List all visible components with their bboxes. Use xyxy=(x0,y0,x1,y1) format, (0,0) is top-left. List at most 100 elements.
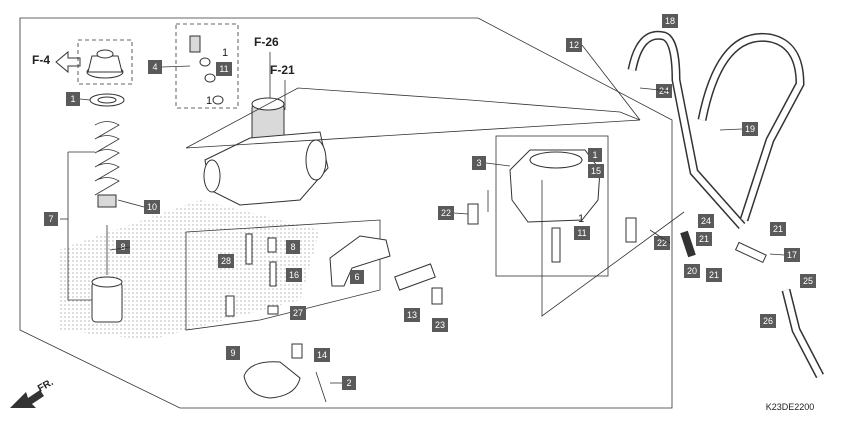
svg-text:19: 19 xyxy=(745,124,755,134)
svg-text:13: 13 xyxy=(407,310,417,320)
part-float-chamber xyxy=(509,149,601,223)
svg-text:11: 11 xyxy=(577,228,586,238)
svg-text:8: 8 xyxy=(120,242,125,252)
callout-20[interactable]: 20 xyxy=(684,264,700,278)
part-bracket xyxy=(329,235,391,287)
callout-24b[interactable]: 24 xyxy=(698,214,714,228)
reference-f4[interactable]: F-4 xyxy=(32,50,81,74)
part-retainer xyxy=(97,194,117,208)
callout-21b[interactable]: 21 xyxy=(706,268,722,282)
svg-text:20: 20 xyxy=(687,266,697,276)
svg-text:15: 15 xyxy=(591,166,601,176)
group-box-3 xyxy=(495,135,609,277)
svg-text:7: 7 xyxy=(48,214,53,224)
svg-text:26: 26 xyxy=(763,316,773,326)
callout-11b[interactable]: 11 xyxy=(574,226,590,240)
callout-27[interactable]: 27 xyxy=(290,306,306,320)
part-cap xyxy=(86,49,124,79)
svg-text:9: 9 xyxy=(230,348,235,358)
svg-text:F-26: F-26 xyxy=(254,35,279,49)
part-spring xyxy=(94,121,120,196)
qty-note: 1 xyxy=(578,213,584,225)
qty-note: 1 xyxy=(222,47,228,59)
svg-text:21: 21 xyxy=(699,234,709,244)
callout-7[interactable]: 7 xyxy=(44,212,58,226)
svg-text:12: 12 xyxy=(569,40,579,50)
svg-text:22: 22 xyxy=(441,208,451,218)
callout-18[interactable]: 18 xyxy=(662,14,678,28)
part-carburetor-body xyxy=(203,97,329,206)
callout-4[interactable]: 4 xyxy=(148,60,162,74)
callout-22b[interactable]: 22 xyxy=(654,236,670,250)
callout-13[interactable]: 13 xyxy=(404,308,420,322)
callout-6[interactable]: 6 xyxy=(350,270,364,284)
svg-text:27: 27 xyxy=(293,308,303,318)
svg-text:21: 21 xyxy=(709,270,719,280)
callout-8[interactable]: 8 xyxy=(116,240,130,254)
svg-text:2: 2 xyxy=(346,378,351,388)
callout-12[interactable]: 12 xyxy=(566,38,582,52)
callout-23[interactable]: 23 xyxy=(432,318,448,332)
part-hose-20 xyxy=(680,230,696,258)
svg-text:11: 11 xyxy=(219,64,228,74)
svg-text:18: 18 xyxy=(665,16,675,26)
svg-text:4: 4 xyxy=(152,62,157,72)
callout-26[interactable]: 26 xyxy=(760,314,776,328)
part-float xyxy=(243,361,301,399)
part-throttle-valve xyxy=(91,281,123,323)
callout-15[interactable]: 15 xyxy=(588,164,604,178)
part-arm xyxy=(394,263,436,291)
callout-1[interactable]: 1 xyxy=(66,92,80,106)
svg-text:10: 10 xyxy=(147,202,157,212)
callout-10[interactable]: 10 xyxy=(144,200,160,214)
svg-text:24: 24 xyxy=(659,86,669,96)
group-box-4 xyxy=(175,23,239,109)
svg-text:22: 22 xyxy=(657,238,667,248)
callout-1b[interactable]: 1 xyxy=(588,148,602,162)
callout-9[interactable]: 9 xyxy=(226,346,240,360)
diagram-code: K23DE2200 xyxy=(766,402,815,412)
callout-3[interactable]: 3 xyxy=(472,156,486,170)
group-box-9 xyxy=(185,219,381,331)
svg-text:FR.: FR. xyxy=(36,377,56,395)
callout-11[interactable]: 11 xyxy=(216,62,232,76)
reference-f26[interactable]: F-26 xyxy=(254,35,279,100)
svg-text:17: 17 xyxy=(787,250,797,260)
svg-text:8: 8 xyxy=(290,242,295,252)
callout-22[interactable]: 22 xyxy=(438,206,454,220)
callout-25[interactable]: 25 xyxy=(800,274,816,288)
callout-21c[interactable]: 21 xyxy=(770,222,786,236)
svg-text:21: 21 xyxy=(773,224,783,234)
callout-17[interactable]: 17 xyxy=(784,248,800,262)
svg-text:24: 24 xyxy=(701,216,711,226)
callout-24[interactable]: 24 xyxy=(656,84,672,98)
svg-text:28: 28 xyxy=(221,256,231,266)
svg-text:25: 25 xyxy=(803,276,813,286)
svg-text:6: 6 xyxy=(354,272,359,282)
callout-8b[interactable]: 8 xyxy=(286,240,300,254)
callout-28[interactable]: 28 xyxy=(218,254,234,268)
svg-text:23: 23 xyxy=(435,320,445,330)
front-direction: FR. xyxy=(10,377,56,408)
arrow-left-icon xyxy=(55,50,81,74)
shadow-area xyxy=(58,200,320,340)
svg-text:14: 14 xyxy=(317,350,327,360)
svg-text:3: 3 xyxy=(476,158,481,168)
callout-21[interactable]: 21 xyxy=(696,232,712,246)
part-fitting-17 xyxy=(734,241,767,264)
qty-note: 1 xyxy=(206,95,212,107)
assembly-frame xyxy=(19,17,673,409)
callout-16[interactable]: 16 xyxy=(286,268,302,282)
part-8-needle xyxy=(267,237,277,253)
svg-text:16: 16 xyxy=(289,270,299,280)
callout-19[interactable]: 19 xyxy=(742,122,758,136)
callout-14[interactable]: 14 xyxy=(314,348,330,362)
part-screw xyxy=(189,35,201,53)
svg-text:F-4: F-4 xyxy=(32,53,50,67)
arrow-front-icon xyxy=(10,390,44,408)
svg-text:1: 1 xyxy=(592,150,597,160)
svg-text:F-21: F-21 xyxy=(270,63,295,77)
svg-text:1: 1 xyxy=(70,94,75,104)
callout-2[interactable]: 2 xyxy=(342,376,356,390)
